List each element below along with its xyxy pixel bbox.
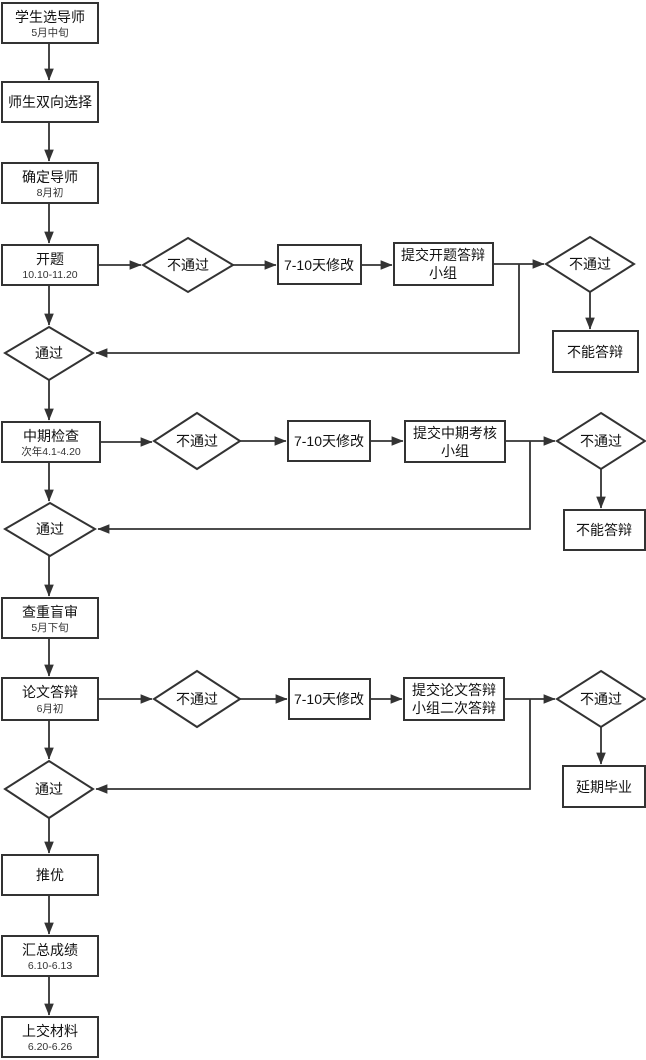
decision-proposal-pass: 通过 bbox=[3, 325, 95, 382]
node-confirm-advisor-sublabel: 8月初 bbox=[37, 186, 64, 199]
node-midterm-revise-label: 7-10天修改 bbox=[294, 433, 364, 449]
node-defense-revise: 7-10天修改 bbox=[288, 678, 371, 720]
node-midterm-no-defense: 不能答辩 bbox=[563, 509, 646, 551]
node-delayed-graduation: 延期毕业 bbox=[562, 765, 646, 808]
node-proposal-revise: 7-10天修改 bbox=[277, 244, 362, 285]
node-confirm-advisor: 确定导师 8月初 bbox=[1, 162, 99, 204]
decision-proposal-fail-label: 不通过 bbox=[167, 257, 209, 273]
node-proposal-sublabel: 10.10-11.20 bbox=[22, 269, 77, 281]
node-select-advisor-sublabel: 5月中旬 bbox=[31, 26, 68, 39]
node-midterm-revise: 7-10天修改 bbox=[287, 420, 371, 462]
decision-midterm-fail-final: 不通过 bbox=[555, 411, 646, 471]
edge-feedback-to-pass-1 bbox=[95, 264, 520, 358]
node-proposal-submit-line1: 提交开题答辩 bbox=[401, 247, 485, 263]
decision-defense-fail-final-label: 不通过 bbox=[580, 691, 622, 707]
node-proposal-revise-label: 7-10天修改 bbox=[284, 257, 354, 273]
decision-defense-fail-label: 不通过 bbox=[176, 691, 218, 707]
node-midterm-no-defense-label: 不能答辩 bbox=[576, 522, 632, 538]
node-confirm-advisor-label: 确定导师 bbox=[22, 169, 78, 185]
node-proposal-submit: 提交开题答辩 小组 bbox=[393, 242, 494, 286]
decision-midterm-fail-final-label: 不通过 bbox=[580, 433, 622, 449]
node-defense-submit-line1: 提交论文答辩 bbox=[412, 682, 496, 698]
node-aggregate-scores-label: 汇总成绩 bbox=[22, 942, 78, 958]
node-midterm: 中期检查 次年4.1-4.20 bbox=[1, 421, 101, 463]
node-plagiarism-review: 查重盲审 5月下旬 bbox=[1, 597, 99, 639]
node-plagiarism-review-label: 查重盲审 bbox=[22, 604, 78, 620]
node-recommend-award: 推优 bbox=[1, 854, 99, 896]
node-delayed-graduation-label: 延期毕业 bbox=[576, 779, 632, 795]
decision-defense-fail: 不通过 bbox=[152, 669, 242, 729]
node-defense-revise-label: 7-10天修改 bbox=[294, 691, 364, 707]
node-midterm-label: 中期检查 bbox=[23, 428, 79, 444]
decision-proposal-fail: 不通过 bbox=[141, 236, 235, 294]
decision-proposal-pass-label: 通过 bbox=[35, 345, 63, 361]
node-submit-materials-sublabel: 6.20-6.26 bbox=[28, 1041, 73, 1053]
node-mutual-selection: 师生双向选择 bbox=[1, 81, 99, 123]
node-midterm-sublabel: 次年4.1-4.20 bbox=[21, 445, 81, 458]
node-thesis-defense: 论文答辩 6月初 bbox=[1, 677, 99, 721]
node-proposal: 开题 10.10-11.20 bbox=[1, 244, 99, 286]
node-submit-materials: 上交材料 6.20-6.26 bbox=[1, 1016, 99, 1058]
edge-feedback-to-pass-3 bbox=[95, 699, 531, 794]
decision-proposal-fail-final-label: 不通过 bbox=[569, 256, 611, 272]
decision-defense-pass: 通过 bbox=[3, 759, 95, 820]
node-midterm-submit-line1: 提交中期考核 bbox=[413, 425, 497, 441]
node-submit-materials-label: 上交材料 bbox=[22, 1023, 78, 1039]
decision-midterm-fail-label: 不通过 bbox=[176, 433, 218, 449]
node-thesis-defense-sublabel: 6月初 bbox=[37, 702, 64, 715]
decision-defense-fail-final: 不通过 bbox=[555, 669, 646, 729]
decision-midterm-fail: 不通过 bbox=[152, 411, 242, 471]
edge-feedback-to-pass-2 bbox=[97, 441, 531, 534]
node-proposal-no-defense-label: 不能答辩 bbox=[567, 344, 623, 360]
decision-midterm-pass: 通过 bbox=[3, 501, 97, 558]
node-select-advisor: 学生选导师 5月中旬 bbox=[1, 2, 99, 44]
node-recommend-award-label: 推优 bbox=[36, 867, 64, 883]
node-mutual-selection-label: 师生双向选择 bbox=[8, 94, 92, 110]
decision-proposal-fail-final: 不通过 bbox=[544, 235, 636, 294]
node-proposal-label: 开题 bbox=[36, 251, 64, 267]
node-plagiarism-review-sublabel: 5月下旬 bbox=[31, 621, 68, 634]
decision-midterm-pass-label: 通过 bbox=[36, 521, 64, 537]
node-midterm-submit-line2: 小组 bbox=[441, 443, 469, 459]
node-proposal-submit-line2: 小组 bbox=[429, 265, 457, 281]
node-select-advisor-label: 学生选导师 bbox=[15, 9, 85, 25]
edges bbox=[44, 43, 606, 1016]
decision-defense-pass-label: 通过 bbox=[35, 781, 63, 797]
node-aggregate-scores: 汇总成绩 6.10-6.13 bbox=[1, 935, 99, 977]
node-defense-submit-line2: 小组二次答辩 bbox=[412, 700, 496, 716]
node-midterm-submit: 提交中期考核 小组 bbox=[404, 420, 506, 463]
node-aggregate-scores-sublabel: 6.10-6.13 bbox=[28, 960, 73, 972]
node-thesis-defense-label: 论文答辩 bbox=[22, 684, 78, 700]
node-defense-submit: 提交论文答辩 小组二次答辩 bbox=[403, 677, 505, 721]
node-proposal-no-defense: 不能答辩 bbox=[552, 330, 639, 373]
